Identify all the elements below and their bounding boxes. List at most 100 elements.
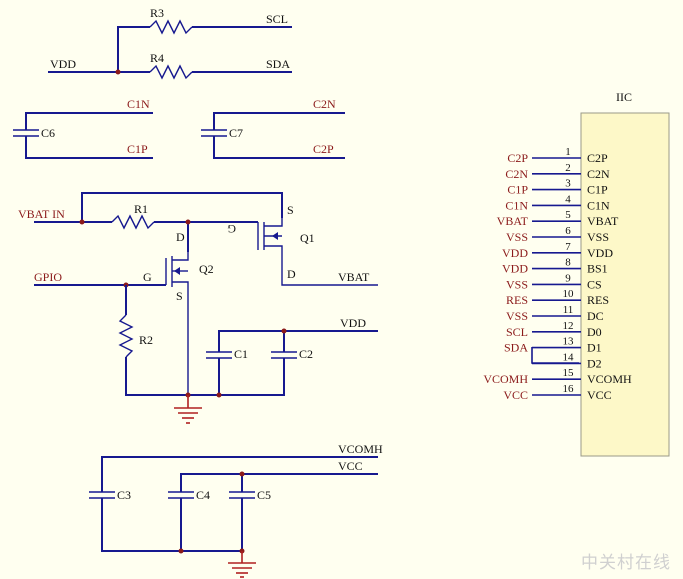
sda-net-label: SDA bbox=[266, 57, 290, 71]
pin-7-number: 7 bbox=[565, 241, 571, 253]
vcc-wire bbox=[180, 473, 378, 492]
pin-13-number: 13 bbox=[563, 336, 575, 348]
pullup-section: R3 R4 SCL SDA VDD bbox=[48, 6, 292, 80]
ground-icon bbox=[174, 395, 202, 424]
q1-g-pin: G bbox=[227, 222, 236, 236]
pin-10-number: 10 bbox=[563, 288, 575, 300]
r3-resistor bbox=[149, 19, 193, 35]
vdd-cap-label: VDD bbox=[340, 316, 366, 330]
c7-top-wire bbox=[213, 112, 345, 130]
q2-source-lead bbox=[172, 281, 189, 395]
pin-13-name: D1 bbox=[587, 341, 602, 355]
c2-label: C2 bbox=[299, 347, 313, 361]
c4-label: C4 bbox=[196, 488, 210, 502]
pin-1-name: C2P bbox=[587, 151, 608, 165]
q2-d-pin: D bbox=[176, 230, 185, 244]
vbat-in-wire bbox=[34, 192, 283, 223]
pin-9-number: 9 bbox=[565, 272, 571, 284]
pin-14-name: D2 bbox=[587, 356, 602, 370]
vdd-c2-junction bbox=[281, 328, 287, 334]
r2-resistor bbox=[118, 314, 134, 358]
c3-label: C3 bbox=[117, 488, 131, 502]
pin-11-number: 11 bbox=[563, 304, 574, 316]
pin-16-net-label: VCC bbox=[503, 388, 528, 402]
r2-label: R2 bbox=[139, 333, 153, 347]
vdd-cap-wire bbox=[218, 330, 378, 352]
charge-pump-caps: C6 C1N C1P C7 C2N C2P bbox=[13, 97, 345, 159]
pin-9-name: CS bbox=[587, 277, 602, 291]
pin-16-number: 16 bbox=[563, 383, 575, 395]
c2n-net-label: C2N bbox=[313, 97, 336, 111]
q1-s-pin: S bbox=[287, 203, 294, 217]
q1-arrow bbox=[272, 232, 278, 240]
c1-gnd-junction bbox=[216, 392, 222, 398]
vbat-out-label: VBAT bbox=[338, 270, 370, 284]
r2-bottom-wire bbox=[125, 357, 188, 396]
pin-2-number: 2 bbox=[565, 162, 571, 174]
vdd-net-wire bbox=[48, 26, 150, 73]
vcc-net-label: VCC bbox=[338, 459, 363, 473]
pin-5-name: VBAT bbox=[587, 214, 619, 228]
vcomh-net-label: VCOMH bbox=[338, 442, 383, 456]
pin-4-net-label: C1N bbox=[505, 198, 528, 212]
c7-label: C7 bbox=[229, 126, 243, 140]
pin-1-net-label: C2P bbox=[507, 151, 528, 165]
pin-6-net-label: VSS bbox=[506, 230, 528, 244]
pin-14-number: 14 bbox=[563, 351, 575, 363]
pin-1-number: 1 bbox=[565, 146, 571, 158]
pin-9-net-label: VSS bbox=[506, 277, 528, 291]
c3-bottom-wire bbox=[101, 498, 242, 552]
pin-8-number: 8 bbox=[565, 257, 571, 269]
c6-bottom-wire bbox=[25, 136, 153, 159]
scl-net-label: SCL bbox=[266, 12, 288, 26]
c4-gnd-junction bbox=[178, 548, 184, 554]
pin-3-name: C1P bbox=[587, 183, 608, 197]
c1-label: C1 bbox=[234, 347, 248, 361]
r3-label: R3 bbox=[150, 6, 164, 20]
c1p-net-label: C1P bbox=[127, 142, 148, 156]
q2-mosfet: Q2 D S G bbox=[143, 230, 214, 395]
r1-drain-junction bbox=[185, 219, 191, 225]
vdd-net-label: VDD bbox=[50, 57, 76, 71]
pin-3-net-label: C1P bbox=[507, 183, 528, 197]
r1-resistor bbox=[111, 214, 155, 230]
connector-body bbox=[580, 112, 670, 457]
pin-10-name: RES bbox=[587, 293, 609, 307]
pin-12-net-label: SCL bbox=[506, 325, 528, 339]
pin-12-name: D0 bbox=[587, 325, 602, 339]
pin-8-net-label: VDD bbox=[502, 262, 528, 276]
r4-resistor bbox=[149, 64, 193, 80]
vbat-in-label: VBAT IN bbox=[18, 207, 65, 221]
pin-10-net-label: RES bbox=[506, 293, 528, 307]
pin-12-number: 12 bbox=[563, 320, 574, 332]
c6-label: C6 bbox=[41, 126, 55, 140]
pin-15-number: 15 bbox=[563, 367, 575, 379]
vcc-vcomh-caps: C3 C4 C5 VCOMH VCC bbox=[89, 442, 383, 578]
pin-16-name: VCC bbox=[587, 388, 612, 402]
r1-label: R1 bbox=[134, 202, 148, 216]
pin-7-net-label: VDD bbox=[502, 246, 528, 260]
c5-label: C5 bbox=[257, 488, 271, 502]
pin-4-name: C1N bbox=[587, 198, 610, 212]
pin-2-net-label: C2N bbox=[505, 167, 528, 181]
q1-source-lead bbox=[264, 218, 283, 227]
pin-7-name: VDD bbox=[587, 246, 613, 260]
ground-icon-bottom bbox=[228, 551, 256, 578]
q1-label: Q1 bbox=[300, 231, 315, 245]
q2-arrow bbox=[174, 267, 180, 275]
c7-bottom-wire bbox=[213, 136, 345, 159]
q1-mosfet: Q1 S D G bbox=[227, 203, 378, 286]
pin-8-name: BS1 bbox=[587, 262, 608, 276]
c2p-net-label: C2P bbox=[313, 142, 334, 156]
vdd-junction bbox=[115, 69, 121, 75]
vbat-in-junction bbox=[79, 219, 85, 225]
pin-5-net-label: VBAT bbox=[497, 214, 529, 228]
q2-g-pin: G bbox=[143, 270, 152, 284]
q2-s-pin: S bbox=[176, 289, 183, 303]
pin-15-name: VCOMH bbox=[587, 372, 632, 386]
pin-11-name: DC bbox=[587, 309, 604, 323]
c2-bottom-wire bbox=[188, 358, 285, 396]
vcomh-wire bbox=[101, 456, 378, 492]
